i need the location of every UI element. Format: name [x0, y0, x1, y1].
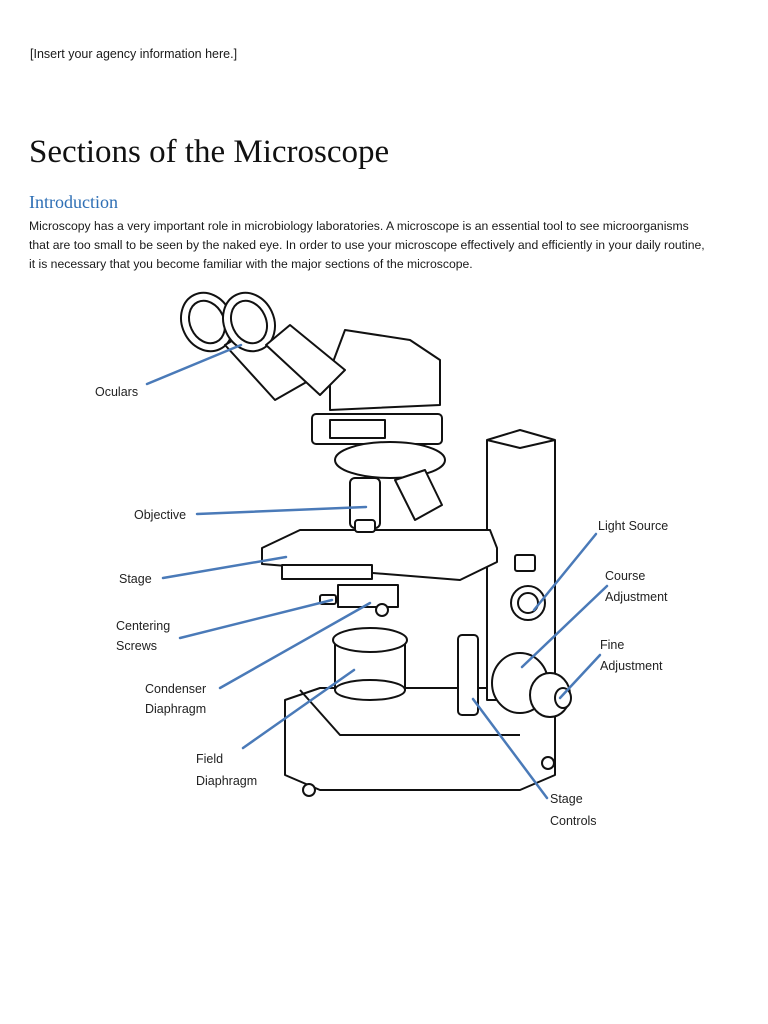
label-light-source: Light Source: [598, 519, 668, 533]
label-stage: Stage: [119, 572, 152, 586]
fine-adjustment-leader: [558, 653, 602, 700]
centering-screws-leader: [178, 598, 334, 640]
page-title: Sections of the Microscope: [29, 134, 390, 170]
label-centering-1: Centering: [116, 619, 170, 633]
microscope-illustration: [180, 291, 572, 797]
diagram-labels: Oculars Objective Stage Centering Screws…: [95, 385, 668, 828]
intro-line: that are too small to be seen by the nak…: [29, 238, 705, 252]
label-fine-2: Adjustment: [600, 659, 663, 673]
intro-heading: Introduction: [29, 192, 118, 212]
stage-controls-leader: [471, 697, 549, 800]
label-objective: Objective: [134, 508, 186, 522]
label-course-1: Course: [605, 569, 645, 583]
label-fine-1: Fine: [600, 638, 624, 652]
label-stage-controls-2: Controls: [550, 814, 597, 828]
label-field-1: Field: [196, 752, 223, 766]
label-condenser-2: Diaphragm: [145, 702, 206, 716]
label-field-2: Diaphragm: [196, 774, 257, 788]
label-course-2: Adjustment: [605, 590, 668, 604]
agency-info: [Insert your agency information here.]: [30, 47, 238, 61]
course-adjustment-leader: [520, 584, 609, 669]
label-condenser-1: Condenser: [145, 682, 206, 696]
label-oculars: Oculars: [95, 385, 138, 399]
objective-leader: [195, 505, 368, 516]
microscope-diagram: Oculars Objective Stage Centering Screws…: [95, 291, 668, 828]
leader-lines: [145, 343, 609, 800]
stage-leader: [161, 555, 288, 580]
intro-paragraph: Microscopy has a very important role in …: [29, 217, 744, 274]
intro-line: it is necessary that you become familiar…: [29, 257, 473, 271]
light-source-leader: [532, 532, 598, 612]
label-stage-controls-1: Stage: [550, 792, 583, 806]
label-centering-2: Screws: [116, 639, 157, 653]
field-diaphragm-leader: [241, 668, 356, 750]
oculars-leader: [145, 343, 243, 386]
intro-line: Microscopy has a very important role in …: [29, 219, 689, 233]
condenser-diaphragm-leader: [218, 601, 372, 690]
